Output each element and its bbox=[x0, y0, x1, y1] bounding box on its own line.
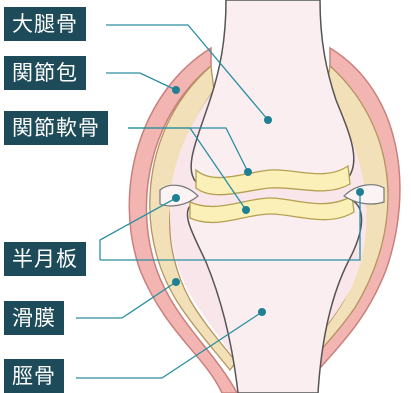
label-femur: 大腿骨 bbox=[4, 7, 86, 41]
leader-dot-cartilage-upper bbox=[244, 168, 252, 176]
label-articular-cartilage: 関節軟骨 bbox=[4, 111, 108, 145]
leader-dot-meniscus-right bbox=[356, 188, 364, 196]
leader-dot-femur bbox=[264, 116, 272, 124]
leader-dot-tibia bbox=[258, 308, 266, 316]
leader-line-joint-capsule bbox=[106, 73, 176, 90]
leader-dot-meniscus-left bbox=[172, 194, 180, 202]
label-joint-capsule: 関節包 bbox=[4, 56, 86, 90]
femur-bone bbox=[191, 0, 354, 191]
label-meniscus: 半月板 bbox=[4, 242, 86, 276]
label-synovium: 滑膜 bbox=[4, 301, 64, 335]
leader-dot-synovium bbox=[172, 278, 180, 286]
label-tibia: 脛骨 bbox=[4, 359, 64, 393]
leader-dot-cartilage-lower bbox=[242, 206, 250, 214]
leader-dot-joint-capsule bbox=[172, 86, 180, 94]
